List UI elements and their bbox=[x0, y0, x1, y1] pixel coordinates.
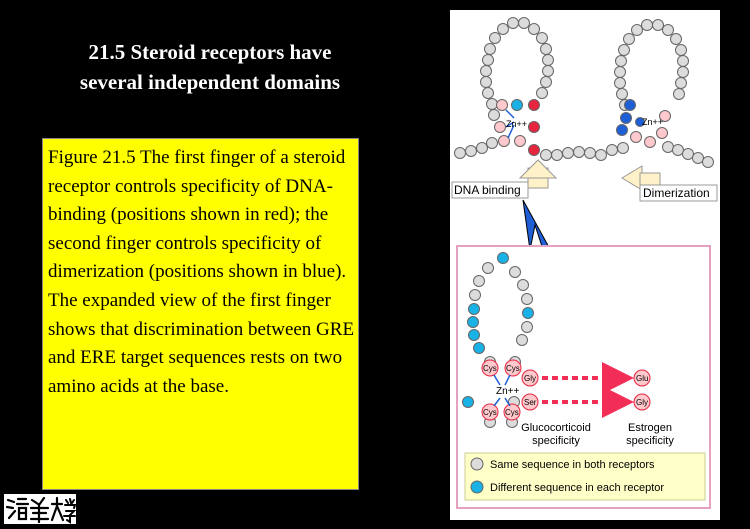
university-logo bbox=[4, 494, 77, 524]
zinc-bonds-expanded bbox=[493, 374, 511, 407]
glucocorticoid-label-2: specificity bbox=[532, 435, 580, 447]
figure-caption: Figure 21.5 The first finger of a steroi… bbox=[48, 147, 355, 397]
slide-title: 21.5 Steroid receptors have several inde… bbox=[40, 37, 380, 97]
title-line-2: several independent domains bbox=[79, 70, 341, 94]
dimerization-label: Dimerization bbox=[643, 186, 710, 200]
legend-different-label: Different sequence in each receptor bbox=[490, 482, 664, 494]
university-calligraphy-logo-icon bbox=[5, 496, 77, 524]
cys-label-4: Cys bbox=[505, 408, 519, 417]
glucocorticoid-label-1: Glucocorticoid bbox=[521, 422, 591, 434]
gly-label-1: Gly bbox=[524, 374, 536, 383]
dimerization-callout: Dimerization bbox=[621, 165, 718, 202]
gly-residue bbox=[633, 393, 651, 411]
second-finger-base-residues bbox=[616, 99, 671, 148]
steroid-receptor-diagram: Zn++ Zn++ DNA binding Dimerization bbox=[451, 17, 718, 509]
legend-same-label: Same sequence in both receptors bbox=[490, 459, 655, 471]
gly-label-2: Gly bbox=[636, 398, 648, 407]
legend: Same sequence in both receptors Differen… bbox=[464, 452, 706, 501]
title-line-1: 21.5 Steroid receptors have bbox=[88, 40, 332, 64]
first-zinc-finger bbox=[454, 17, 607, 161]
first-finger-base-residues bbox=[494, 99, 540, 156]
legend-cyan-swatch bbox=[470, 480, 484, 494]
second-zinc-finger bbox=[606, 19, 714, 168]
zinc-bonds-1 bbox=[505, 109, 515, 139]
estrogen-label-1: Estrogen bbox=[628, 422, 672, 434]
zinc-label-1: Zn++ bbox=[506, 119, 527, 129]
zinc-label-3: Zn++ bbox=[496, 386, 520, 397]
glu-label: Glu bbox=[636, 374, 648, 383]
ser-label: Ser bbox=[524, 398, 537, 407]
caption-box bbox=[42, 138, 359, 490]
cys-label-3: Cys bbox=[483, 408, 497, 417]
estrogen-label-2: specificity bbox=[626, 435, 674, 447]
dna-binding-label: DNA binding bbox=[454, 183, 521, 197]
legend-grey-swatch bbox=[470, 457, 484, 471]
cys-label-2: Cys bbox=[506, 364, 520, 373]
cys-label-1: Cys bbox=[483, 364, 497, 373]
expanded-base-residues bbox=[481, 359, 539, 421]
zinc-label-2: Zn++ bbox=[642, 117, 663, 127]
glu-residue bbox=[633, 369, 651, 387]
dna-binding-callout: DNA binding bbox=[451, 159, 558, 199]
figure-panel: Zn++ Zn++ DNA binding Dimerization bbox=[450, 10, 720, 520]
